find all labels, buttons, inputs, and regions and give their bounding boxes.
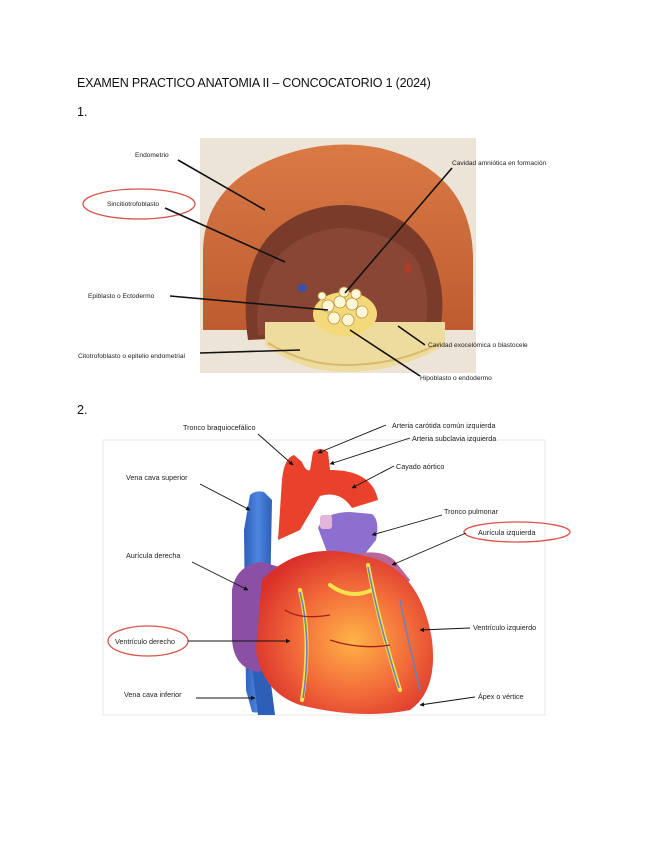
label-hipoblasto: Hipoblasto o endodermo <box>420 375 492 382</box>
label-endometrio: Endometrio <box>135 152 169 159</box>
label-cavidad-exocelomica: Cavidad exocelómica o blastocele <box>428 342 528 349</box>
label-ventriculo-derecho: Ventrículo derecho <box>115 637 175 646</box>
label-epiblasto: Epiblasto o Ectodermo <box>88 293 155 300</box>
label-arteria-carotida: Arteria carótida común izquierda <box>392 421 495 430</box>
label-tronco-braquiocefalico: Tronco braquiocefálico <box>183 423 255 432</box>
label-vena-cava-superior: Vena cava superior <box>126 473 188 482</box>
label-vena-cava-inferior: Vena cava inferior <box>124 690 182 699</box>
label-citotrofoblasto: Citotrofoblasto o epitelio endometrial <box>78 353 186 360</box>
label-apex: Ápex o vértice <box>478 692 524 701</box>
heart-figure: Tronco braquiocefálico Arteria carótida … <box>103 421 570 715</box>
label-cavidad-amniotica: Cavidad amniótica en formación <box>452 160 547 167</box>
label-sincitiotrofoblasto: Sincitiotrofoblasto <box>107 201 159 208</box>
label-cayado-aortico: Cayado aórtico <box>396 462 444 471</box>
label-auricula-izquierda: Aurícula izquierda <box>478 528 536 537</box>
label-arteria-subclavia: Arteria subclavia izquierda <box>412 434 496 443</box>
label-tronco-pulmonar: Tronco pulmonar <box>444 507 499 516</box>
label-ventriculo-izquierdo: Ventrículo izquierdo <box>473 623 536 632</box>
label-auricula-derecha: Aurícula derecha <box>126 551 180 560</box>
embryo-figure: Endometrio Cavidad amniótica en formació… <box>78 138 547 382</box>
